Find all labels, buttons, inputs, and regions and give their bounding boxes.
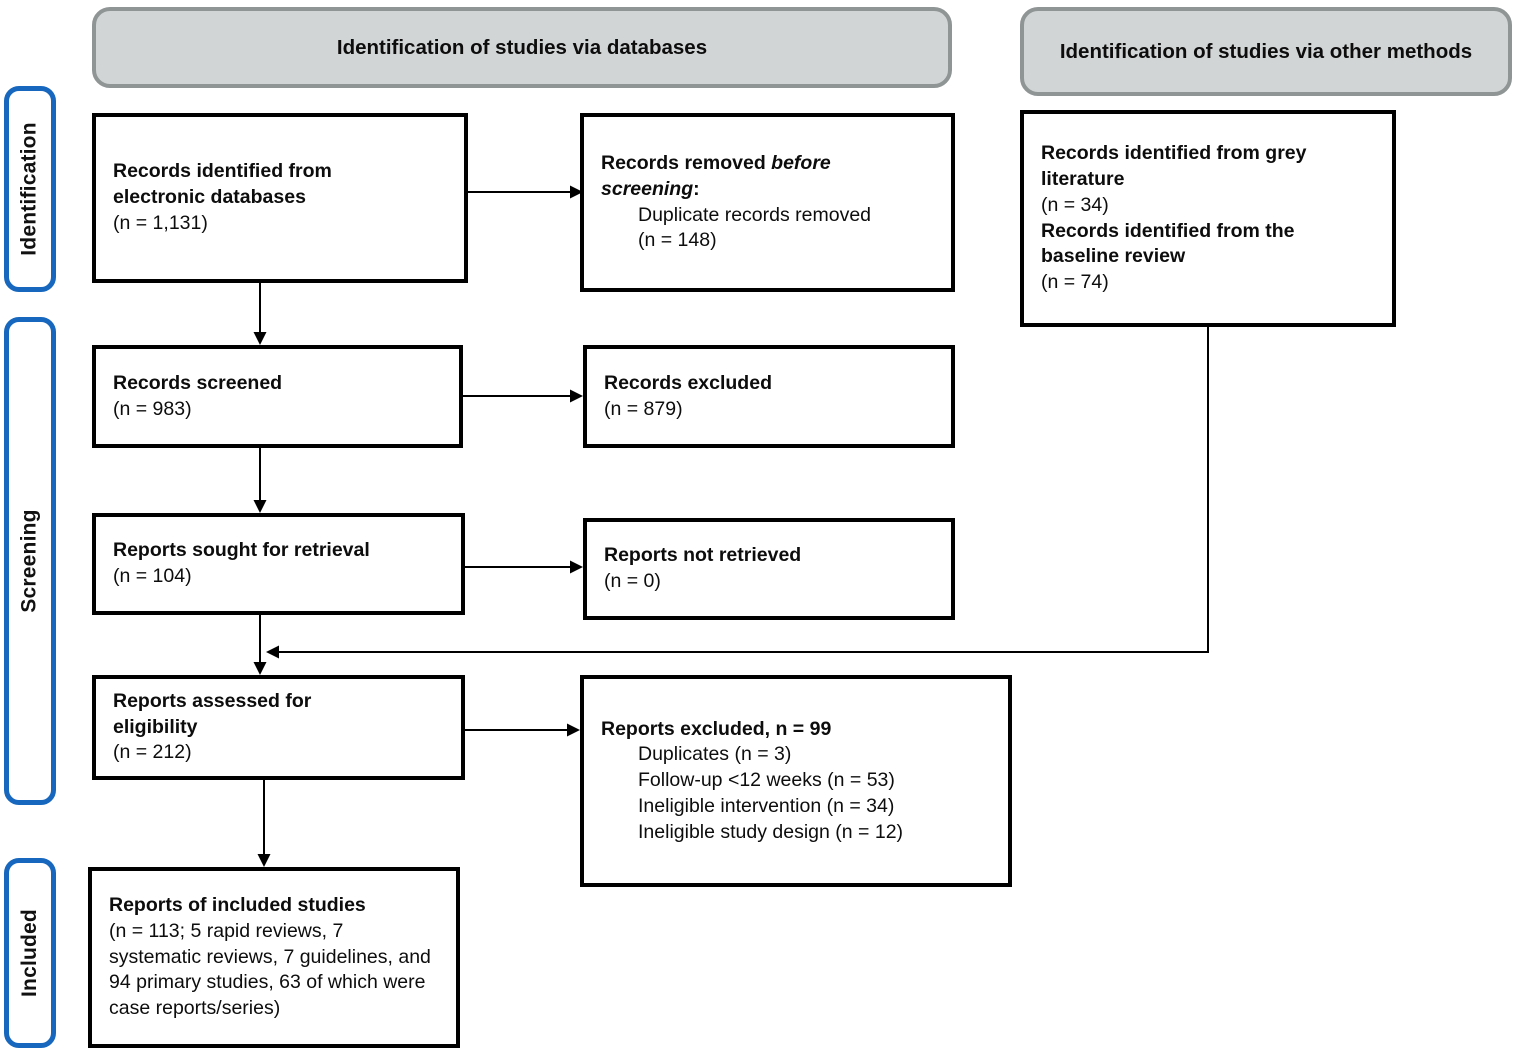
arrow-sought-to-notretrieved bbox=[465, 560, 583, 574]
grey-literature-count: (n = 34) bbox=[1041, 193, 1109, 216]
included-studies-detail: (n = 113; 5 rapid reviews, 7 systematic … bbox=[109, 919, 431, 1020]
box-grey-literature: Records identified from grey literature … bbox=[1020, 110, 1396, 327]
records-screened-count: (n = 983) bbox=[113, 397, 192, 420]
baseline-review-count: (n = 74) bbox=[1041, 270, 1109, 293]
records-removed-title-italic: before screening bbox=[601, 152, 831, 200]
arrow-assessed-to-excluded99 bbox=[465, 723, 580, 737]
box-records-excluded: Records excluded (n = 879) bbox=[583, 345, 955, 448]
box-reports-assessed: Reports assessed for eligibility (n = 21… bbox=[92, 675, 465, 780]
reports-sought-count: (n = 104) bbox=[113, 565, 192, 587]
box-records-removed: Records removed before screening: Duplic… bbox=[580, 113, 955, 292]
stage-identification-text: Identification bbox=[18, 122, 41, 256]
stage-included-text: Included bbox=[18, 909, 42, 997]
records-removed-item: Duplicate records removed bbox=[638, 203, 872, 226]
stage-screening-text: Screening bbox=[18, 509, 41, 613]
reports-assessed-title: Reports assessed for eligibility bbox=[113, 689, 312, 738]
header-identification-via-other-methods: Identification of studies via other meth… bbox=[1020, 7, 1512, 96]
records-removed-title: Records removed before screening: bbox=[601, 151, 934, 202]
box-reports-not-retrieved: Reports not retrieved (n = 0) bbox=[583, 518, 955, 620]
box-reports-sought: Reports sought for retrieval (n = 104) bbox=[92, 513, 465, 615]
included-studies-title: Reports of included studies bbox=[109, 894, 366, 917]
box-records-screened: Records screened (n = 983) bbox=[92, 345, 463, 448]
records-identified-title: Records identified from electronic datab… bbox=[113, 160, 332, 209]
arrow-sought-to-assessed bbox=[253, 615, 267, 675]
reports-not-retrieved-title: Reports not retrieved bbox=[604, 544, 802, 567]
grey-literature-title: Records identified from grey literature bbox=[1041, 142, 1307, 191]
header-databases-label: Identification of studies via databases bbox=[336, 35, 708, 59]
box-records-identified: Records identified from electronic datab… bbox=[92, 113, 468, 283]
box-reports-excluded-99: Reports excluded, n = 99 Duplicates (n =… bbox=[580, 675, 1012, 887]
exclusion-reason-study-design: Ineligible study design (n = 12) bbox=[638, 820, 904, 843]
exclusion-reason-duplicates: Duplicates (n = 3) bbox=[638, 743, 792, 766]
arrow-assessed-to-included bbox=[257, 780, 271, 867]
arrow-screened-to-excluded bbox=[463, 389, 583, 403]
header-identification-via-databases: Identification of studies via databases bbox=[92, 7, 952, 88]
reports-not-retrieved-count: (n = 0) bbox=[604, 570, 661, 592]
stage-label-included: Included bbox=[4, 858, 56, 1048]
exclusion-reason-followup: Follow-up <12 weeks (n = 53) bbox=[638, 769, 895, 792]
records-removed-title-suffix: : bbox=[693, 177, 700, 200]
arrow-identified-to-screened bbox=[253, 283, 267, 345]
records-removed-count: (n = 148) bbox=[638, 229, 717, 252]
exclusion-reason-intervention: Ineligible intervention (n = 34) bbox=[638, 794, 895, 817]
arrow-identified-to-removed bbox=[468, 185, 583, 199]
records-identified-count: (n = 1,131) bbox=[113, 211, 208, 234]
reports-assessed-count: (n = 212) bbox=[113, 741, 192, 764]
stage-label-identification: Identification bbox=[4, 86, 56, 292]
reports-excluded-title: Reports excluded, n = 99 bbox=[601, 717, 832, 740]
box-included-studies: Reports of included studies (n = 113; 5 … bbox=[88, 867, 460, 1048]
arrow-screened-to-sought bbox=[253, 448, 267, 513]
records-excluded-count: (n = 879) bbox=[604, 397, 683, 420]
reports-sought-title: Reports sought for retrieval bbox=[113, 539, 370, 562]
records-removed-title-prefix: Records removed bbox=[601, 152, 772, 175]
stage-label-screening: Screening bbox=[4, 317, 56, 805]
header-other-methods-label: Identification of studies via other meth… bbox=[1059, 39, 1473, 63]
baseline-review-title: Records identified from the baseline rev… bbox=[1041, 219, 1295, 268]
records-excluded-title: Records excluded bbox=[604, 371, 772, 394]
records-screened-title: Records screened bbox=[113, 371, 283, 394]
